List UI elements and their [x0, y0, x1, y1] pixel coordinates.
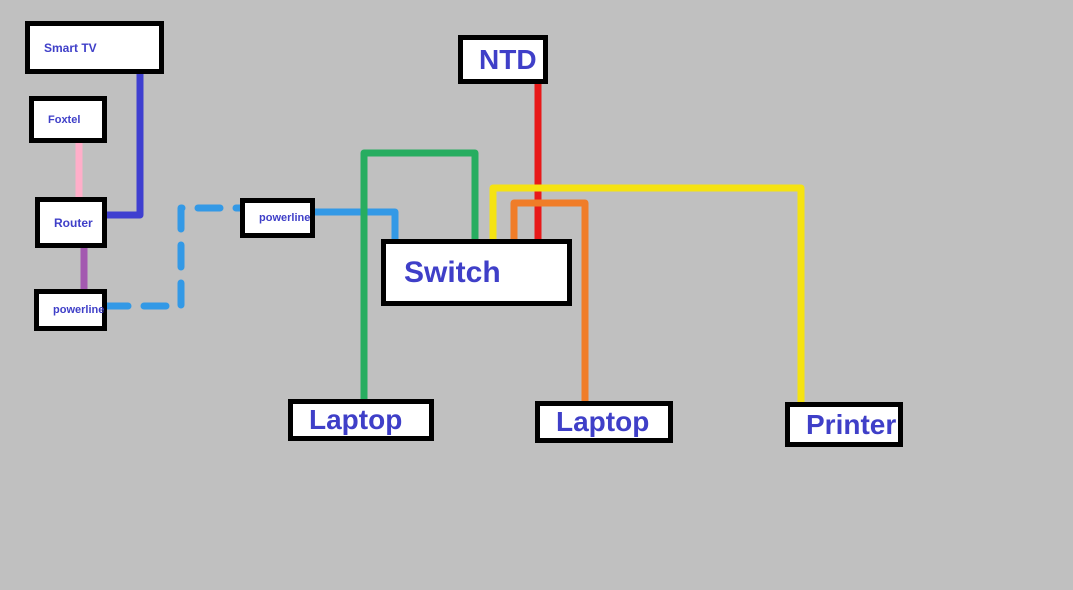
node-label-switch: Switch: [404, 255, 501, 289]
wire-switch-printer: [489, 184, 805, 408]
node-label-foxtel: Foxtel: [48, 113, 81, 126]
node-powerline-a[interactable]: powerline: [34, 289, 107, 331]
wire-powerline-a-powerline-b: [102, 204, 247, 310]
node-label-router: Router: [54, 215, 93, 230]
wire-switch-laptop-2: [510, 199, 589, 407]
node-router[interactable]: Router: [35, 197, 107, 248]
node-label-printer: Printer: [806, 408, 897, 440]
node-powerline-b[interactable]: powerline: [240, 198, 315, 238]
node-label-powerline-a: powerline: [53, 304, 105, 316]
node-label-laptop-2: Laptop: [556, 406, 650, 437]
node-label-ntd: NTD: [479, 43, 537, 75]
node-switch[interactable]: Switch: [381, 239, 572, 306]
node-laptop-1[interactable]: Laptop: [288, 399, 434, 441]
wire-switch-laptop-1: [360, 149, 479, 405]
node-foxtel[interactable]: Foxtel: [29, 96, 107, 143]
node-label-powerline-b: powerline: [259, 212, 311, 224]
wire-powerline-b-switch: [310, 208, 399, 247]
node-label-smart-tv: Smart TV: [44, 40, 97, 55]
node-smart-tv[interactable]: Smart TV: [25, 21, 164, 74]
node-laptop-2[interactable]: Laptop: [535, 401, 673, 443]
node-ntd[interactable]: NTD: [458, 35, 548, 84]
wire-smarttv-router: [101, 69, 144, 219]
node-label-laptop-1: Laptop: [309, 404, 403, 435]
node-printer[interactable]: Printer: [785, 402, 903, 447]
